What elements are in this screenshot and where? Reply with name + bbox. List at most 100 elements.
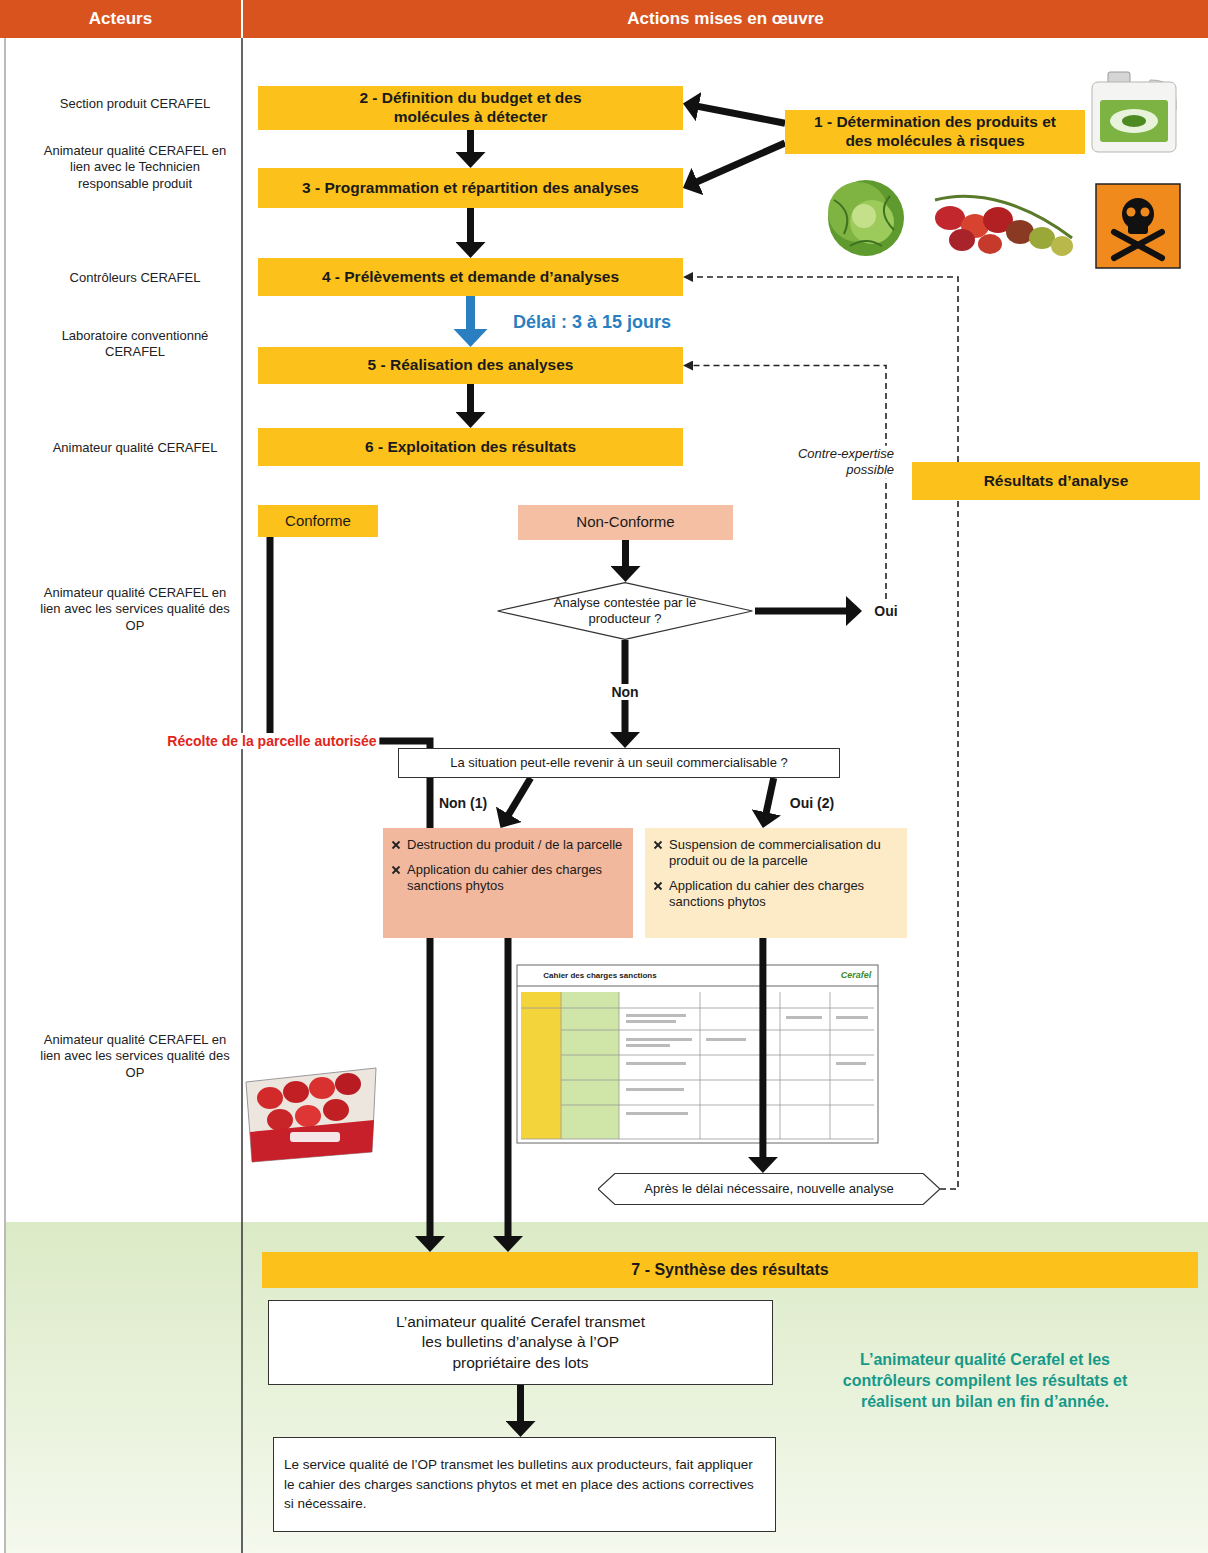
strawberry-box — [257, 1087, 283, 1109]
connector-line — [689, 277, 958, 462]
connector — [470, 296, 471, 337]
tomato-picture — [935, 206, 965, 230]
connector-line — [693, 105, 785, 123]
connector-line — [506, 778, 531, 819]
column-header: Acteurs — [0, 0, 241, 38]
strawberry-box — [295, 1105, 321, 1127]
decision-diamond: Analyse contestée par le producteur ? — [495, 582, 755, 640]
actor-label: Animateur qualité CERAFEL en lien avec l… — [40, 585, 230, 634]
bullet-cross — [393, 842, 400, 849]
sanctions-document — [626, 1014, 868, 1115]
bullet-cross — [655, 842, 662, 849]
sanctions-document — [626, 1088, 684, 1091]
sanctions-document — [517, 965, 878, 1143]
bullet-cross — [655, 842, 662, 849]
step-box: 3 - Programmation et répartition des ana… — [258, 168, 683, 208]
bullet-item: Application du cahier des charges sancti… — [391, 862, 625, 894]
strawberry-box — [246, 1068, 376, 1162]
sanctions-document — [561, 992, 562, 1139]
connector — [692, 143, 785, 184]
node-text: Application du cahier des charges sancti… — [407, 862, 625, 894]
bullet-cross — [655, 882, 662, 889]
bullet-item: Application du cahier des charges sancti… — [653, 878, 899, 910]
actor-label: Animateur qualité CERAFEL en lien avec l… — [40, 143, 230, 192]
action-box: Suspension de commercialisation du produ… — [645, 828, 907, 938]
connector — [470, 208, 471, 248]
step-box: 4 - Prélèvements et demande d’analyses — [258, 258, 683, 296]
lettuce-picture — [834, 196, 894, 246]
sanctions-document — [836, 1062, 866, 1065]
step-box: 2 - Définition du budget et des molécule… — [258, 86, 683, 130]
strawberry-box — [267, 1109, 293, 1131]
edge-label: Récolte de la parcelle autorisée — [164, 733, 379, 749]
pesticide-bottle — [1092, 72, 1176, 152]
sanctions-document — [626, 1020, 676, 1023]
strawberry-box — [246, 1068, 376, 1162]
node-text: Suspension de commercialisation du produ… — [669, 837, 899, 869]
lettuce-picture — [852, 204, 876, 228]
pesticide-bottle — [1110, 109, 1158, 133]
node-text: Le service qualité de l’OP transmet les … — [284, 1455, 765, 1514]
connector — [508, 938, 509, 1242]
node-text: Analyse contestée par le producteur ? — [550, 595, 700, 627]
pesticide-bottle — [1100, 100, 1168, 142]
sanctions-document — [521, 992, 874, 1139]
connector — [762, 938, 763, 1163]
node-text: La situation peut-elle revenir à un seui… — [450, 755, 787, 771]
column-header: Actions mises en œuvre — [243, 0, 1208, 38]
lettuce-picture — [828, 180, 904, 256]
actor-label: Section produit CERAFEL — [40, 96, 230, 112]
sanctions-document — [706, 1038, 746, 1041]
strawberry-box — [250, 1120, 374, 1162]
green-ground — [6, 1222, 1208, 1553]
sanctions-document — [626, 1038, 692, 1041]
bullet-item: Destruction du produit / de la parcelle — [391, 837, 625, 853]
bullet-cross — [391, 865, 401, 875]
node-text: 2 - Définition du budget et des molécule… — [321, 89, 621, 127]
sanctions-document — [517, 965, 878, 1143]
lettuce-picture — [828, 180, 904, 256]
toxic-symbol — [1096, 184, 1180, 268]
bullet-item: Suspension de commercialisation du produ… — [653, 837, 899, 869]
hex-outline — [598, 1173, 940, 1204]
document-logo: Cerafel — [841, 970, 872, 980]
connector — [693, 105, 785, 123]
toxic-symbol — [1096, 184, 1180, 268]
action-box: Destruction du produit / de la parcelleA… — [383, 828, 633, 938]
node-text: Acteurs — [89, 9, 152, 30]
column-rule — [5, 38, 6, 1553]
strawberry-box — [323, 1099, 349, 1121]
sanctions-document — [521, 1139, 874, 1140]
diamond-outline — [498, 583, 753, 640]
bullet-cross — [391, 840, 401, 850]
sanctions-document — [830, 992, 831, 1139]
node-text: Après le délai nécessaire, nouvelle anal… — [644, 1181, 893, 1197]
node-text: 7 - Synthèse des résultats — [631, 1260, 828, 1280]
bullet-cross — [393, 866, 400, 873]
connector-line — [467, 208, 474, 248]
sanctions-document — [561, 1105, 874, 1106]
result-box: Résultats d’analyse — [912, 462, 1200, 500]
status-box: Non-Conforme — [518, 505, 733, 540]
sanctions-document — [521, 1008, 874, 1009]
node-text: Actions mises en œuvre — [627, 9, 824, 30]
column-rule — [241, 38, 243, 1553]
connector — [689, 277, 958, 462]
tomato-picture — [949, 229, 975, 251]
connector-line — [755, 608, 852, 615]
branch-label: Oui — [871, 602, 900, 620]
strawberry-box — [283, 1081, 309, 1103]
edge-label: Contre-expertise possible — [787, 446, 897, 479]
actor-label: Contrôleurs CERAFEL — [40, 270, 230, 286]
sanctions-document — [626, 1044, 670, 1047]
node-text: 6 - Exploitation des résultats — [365, 438, 576, 457]
toxic-symbol — [1114, 232, 1162, 258]
connector — [940, 500, 958, 1189]
node-text: 3 - Programmation et répartition des ana… — [302, 179, 639, 198]
note-text: L’animateur qualité Cerafel et les contr… — [835, 1350, 1135, 1412]
tomato-picture — [978, 234, 1002, 254]
sanctions-document — [780, 992, 781, 1139]
sanctions-document — [561, 1055, 874, 1056]
connector-line — [692, 143, 785, 184]
connector-line — [517, 1385, 524, 1427]
